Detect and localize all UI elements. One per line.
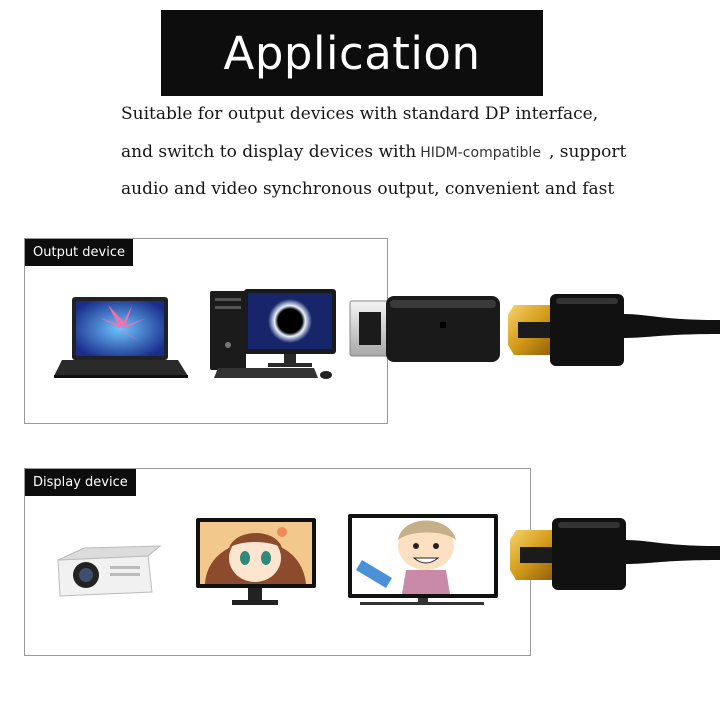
description-line-2-end: , support: [548, 142, 627, 162]
description-line-2-start: and switch to display devices with: [121, 142, 417, 162]
projector-icon: [57, 545, 162, 597]
anime-monitor-icon: [196, 518, 316, 605]
laptop-icon: [54, 297, 188, 378]
hdmi-plug-icon: [510, 518, 720, 590]
desktop-computer-icon: [210, 289, 336, 379]
display-device-label: Display device: [25, 469, 136, 496]
output-device-label: Output device: [25, 239, 133, 266]
title-bar: Application: [161, 10, 543, 96]
page-title: Application: [223, 26, 481, 80]
compat-label: HIDM-compatible: [420, 145, 541, 161]
hdmi-plug-icon: [508, 294, 720, 366]
description-line-1: Suitable for output devices with standar…: [121, 104, 599, 124]
description-line-3: audio and video synchronous output, conv…: [121, 179, 615, 199]
displayport-plug-icon: [349, 296, 500, 362]
cartoon-tv-icon: [348, 514, 498, 605]
